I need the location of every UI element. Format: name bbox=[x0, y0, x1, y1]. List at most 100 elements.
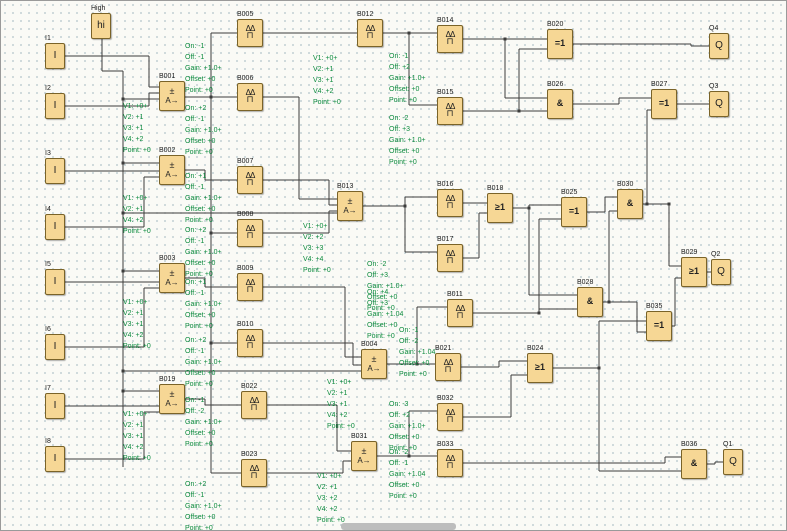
param-line: Point: +0 bbox=[123, 455, 151, 462]
block-label: B008 bbox=[237, 211, 254, 218]
block-label: B015 bbox=[437, 89, 454, 96]
param-line: Offset: +0 bbox=[399, 360, 430, 367]
block-B004[interactable]: B004±A→ bbox=[361, 341, 387, 379]
block-B002[interactable]: B002±A→ bbox=[159, 147, 185, 185]
block-glyph-line: ΔΔ bbox=[245, 171, 256, 181]
block-glyph-line: ± bbox=[169, 160, 175, 171]
threshold-trigger-icon: ΔΔ⊓ bbox=[438, 404, 462, 430]
block-label: Q2 bbox=[711, 251, 721, 258]
param-line: V4: +2 bbox=[123, 217, 144, 224]
block-B001[interactable]: B001±A→ bbox=[159, 73, 185, 111]
block-label: I2 bbox=[45, 85, 51, 92]
h-scrollbar-thumb[interactable] bbox=[341, 523, 456, 530]
param-line: Gain: +1.04 bbox=[367, 311, 404, 318]
param-line: Point: +0 bbox=[185, 441, 213, 448]
block-B030[interactable]: B030& bbox=[617, 181, 643, 219]
block-B025[interactable]: B025=1 bbox=[561, 189, 587, 227]
block-glyph-line: ≥1 bbox=[535, 362, 545, 373]
param-line: Gain: +1.0+ bbox=[185, 301, 222, 308]
block-B035[interactable]: B035=1 bbox=[646, 303, 672, 341]
param-line: V2: +1 bbox=[327, 390, 348, 397]
param-line: Gain: +1.0+ bbox=[185, 195, 222, 202]
block-B013[interactable]: B013±A→ bbox=[337, 183, 363, 221]
block-glyph-line: ± bbox=[361, 446, 367, 457]
wire-junction bbox=[121, 369, 125, 373]
param-line: Point: +0 bbox=[317, 517, 345, 524]
param-line: Offset: +0 bbox=[367, 322, 398, 329]
block-glyph-line: ΔΔ bbox=[445, 102, 456, 112]
param-line: Off: -2 bbox=[399, 338, 419, 345]
input-icon: I bbox=[46, 215, 64, 239]
param-line: Gain: +1.04 bbox=[399, 349, 436, 356]
analog-amplifier-icon: ±A→ bbox=[160, 156, 184, 184]
param-line: Point: +0 bbox=[185, 381, 213, 388]
block-B029[interactable]: B029≥1 bbox=[681, 249, 707, 287]
block-glyph-line: ± bbox=[371, 354, 377, 365]
analog-amplifier-icon: ±A→ bbox=[160, 385, 184, 413]
block-glyph-line: ⊓ bbox=[446, 255, 454, 266]
block-B024[interactable]: B024≥1 bbox=[527, 345, 553, 383]
threshold-trigger-icon: ΔΔ⊓ bbox=[358, 20, 382, 46]
input-icon: I bbox=[46, 44, 64, 68]
logic-gate-icon: & bbox=[548, 90, 572, 118]
block-label: B005 bbox=[237, 11, 254, 18]
param-line: V3: +1 bbox=[123, 125, 144, 132]
block-glyph-line: ≥1 bbox=[689, 266, 699, 277]
param-line: Point: +0 bbox=[185, 149, 213, 156]
block-B036[interactable]: B036& bbox=[681, 441, 707, 479]
param-line: Off: +2 bbox=[389, 64, 411, 71]
block-B020[interactable]: B020=1 bbox=[547, 21, 573, 59]
block-B031[interactable]: B031±A→ bbox=[351, 433, 377, 471]
param-line: On: -2 bbox=[389, 115, 409, 122]
threshold-trigger-icon: ΔΔ⊓ bbox=[242, 392, 266, 418]
block-B028[interactable]: B028& bbox=[577, 279, 603, 317]
block-B018[interactable]: B018≥1 bbox=[487, 185, 513, 223]
block-glyph-line: I bbox=[53, 49, 57, 61]
block-label: B006 bbox=[237, 75, 254, 82]
block-label: I1 bbox=[45, 35, 51, 42]
block-label: B018 bbox=[487, 185, 504, 192]
param-line: Offset: +0 bbox=[185, 312, 216, 319]
block-B003[interactable]: B003±A→ bbox=[159, 255, 185, 293]
block-B019[interactable]: B019±A→ bbox=[159, 376, 185, 414]
logic-gate-icon: & bbox=[682, 450, 706, 478]
block-label: B017 bbox=[437, 236, 454, 243]
wire-junction bbox=[517, 109, 521, 113]
block-B027[interactable]: B027=1 bbox=[651, 81, 677, 119]
param-line: Off: +3 bbox=[367, 272, 389, 279]
block-B026[interactable]: B026& bbox=[547, 81, 573, 119]
